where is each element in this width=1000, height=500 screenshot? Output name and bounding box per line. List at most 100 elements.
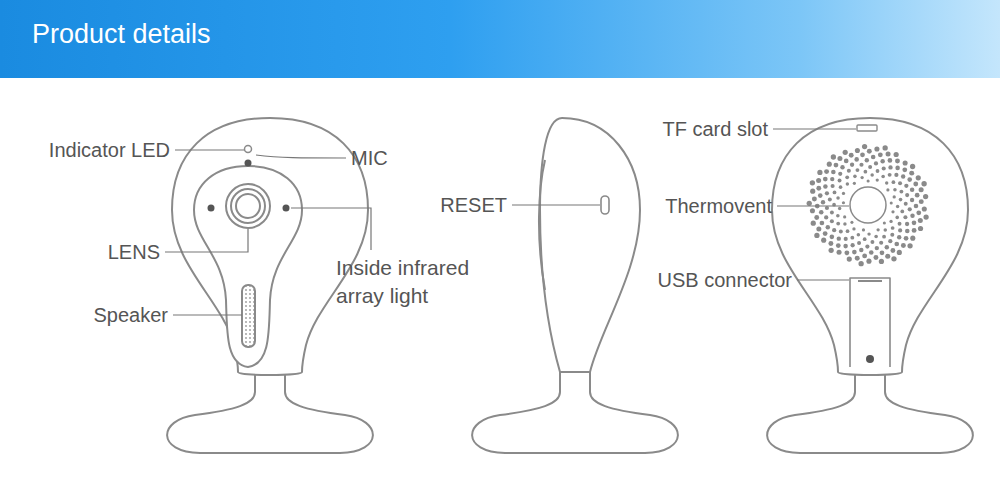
part-label: TF card slot xyxy=(662,117,768,141)
vent-dot xyxy=(912,228,917,233)
vent-dot xyxy=(913,182,918,187)
vent-dot xyxy=(884,228,888,232)
vent-dot xyxy=(843,215,846,218)
vent-dot xyxy=(890,248,895,253)
vent-dot xyxy=(836,243,841,248)
vent-dot xyxy=(816,227,821,232)
vent-dot xyxy=(836,222,840,226)
vent-dot xyxy=(874,235,878,239)
vent-dot xyxy=(831,184,835,188)
vent-dot xyxy=(821,200,825,204)
vent-dot xyxy=(831,170,836,175)
vent-dot xyxy=(852,250,857,255)
vent-dot xyxy=(850,243,854,247)
lens xyxy=(231,189,265,223)
vent-dot xyxy=(905,193,909,197)
camera-base xyxy=(767,370,973,453)
vent-dot xyxy=(900,210,904,214)
vent-dot xyxy=(896,205,899,208)
vent-dot xyxy=(886,151,891,156)
usb-recess xyxy=(850,278,890,367)
vent-dot xyxy=(824,215,828,219)
camera-body-front xyxy=(172,118,368,375)
vent-dot xyxy=(922,206,927,211)
vent-dot xyxy=(897,250,902,255)
vent-dot xyxy=(898,222,902,226)
vent-dot xyxy=(842,192,845,195)
vent-dot xyxy=(844,250,849,255)
vent-dot xyxy=(814,215,819,220)
vent-dot xyxy=(846,182,849,185)
vent-dot xyxy=(882,166,886,170)
vent-dot xyxy=(870,173,873,176)
vent-dot xyxy=(823,231,828,236)
vent-dot xyxy=(869,250,874,255)
vent-dot xyxy=(838,207,841,210)
vent-dot xyxy=(830,211,834,215)
vent-dot xyxy=(812,196,817,201)
camera-base xyxy=(167,370,373,453)
leader-line xyxy=(512,204,600,205)
vent-dot xyxy=(850,163,854,167)
vent-dot xyxy=(894,152,899,157)
vent-dot xyxy=(901,243,906,248)
vent-dot xyxy=(837,236,841,240)
vent-dot xyxy=(881,175,885,179)
vent-dot xyxy=(867,232,870,235)
vent-dot xyxy=(849,153,854,158)
vent-dot xyxy=(852,227,855,230)
vent-dot xyxy=(850,236,854,240)
vent-dot xyxy=(874,255,879,260)
vent-dot xyxy=(914,204,919,209)
leader-line xyxy=(165,229,248,252)
vent-dot xyxy=(899,198,903,202)
vent-dot xyxy=(879,241,883,245)
vent-dot xyxy=(857,241,861,245)
vent-dot xyxy=(837,156,842,161)
vent-dot xyxy=(866,259,871,264)
vent-dot xyxy=(858,261,863,266)
vent-dot xyxy=(874,161,878,165)
part-label: Thermovent xyxy=(665,194,772,218)
vent-dot xyxy=(820,221,825,226)
vent-dot xyxy=(844,237,848,241)
vent-dot xyxy=(850,221,853,224)
vent-dot xyxy=(910,236,915,241)
vent-dot xyxy=(830,219,834,223)
vent-dot xyxy=(891,256,896,261)
lens xyxy=(226,184,270,228)
vent-dot xyxy=(918,218,923,223)
vent-dot xyxy=(817,170,822,175)
vent-dot xyxy=(833,190,837,194)
vent-dot xyxy=(818,193,823,198)
vent-dot xyxy=(862,254,867,259)
vent-dot xyxy=(879,259,884,264)
vent-dot xyxy=(816,178,821,183)
vent-dot xyxy=(816,186,821,191)
vent-dot xyxy=(859,163,863,167)
vent-dot xyxy=(857,233,861,237)
vent-dot xyxy=(810,180,815,185)
vent-dot xyxy=(910,164,915,169)
vent-dot xyxy=(855,148,860,153)
vent-dot xyxy=(836,196,840,200)
vent-dot xyxy=(899,190,903,194)
tf-card-slot xyxy=(857,125,877,131)
vent-dot xyxy=(819,210,824,215)
vent-dot xyxy=(864,170,868,174)
vent-dot xyxy=(830,235,835,240)
vent-dot xyxy=(865,244,869,248)
vent-dot xyxy=(847,169,851,173)
vent-dot xyxy=(882,145,887,150)
vent-dot xyxy=(910,213,914,217)
vent-dot xyxy=(902,167,907,172)
part-label: Speaker xyxy=(94,303,169,327)
vent-dot xyxy=(837,250,842,255)
vent-dot xyxy=(843,150,848,155)
vent-dot xyxy=(811,221,816,226)
screw-hole xyxy=(866,355,874,363)
leader-line xyxy=(797,279,849,280)
vent-dot xyxy=(915,193,920,198)
vent-dot xyxy=(891,210,894,213)
vent-dot xyxy=(910,188,915,193)
